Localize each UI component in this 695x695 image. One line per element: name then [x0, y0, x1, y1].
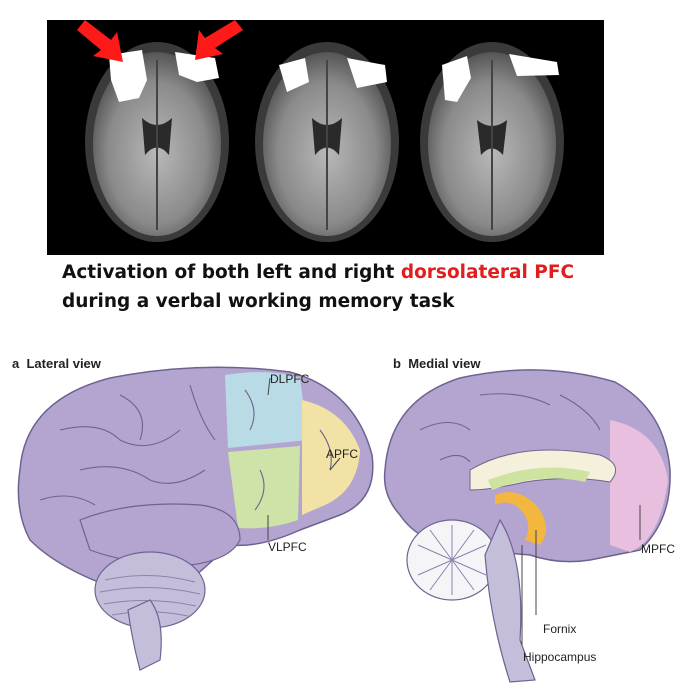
figure-caption: Activation of both left and right dorsol… — [62, 258, 662, 316]
label-vlpfc: VLPFC — [268, 540, 307, 554]
panel-b-title: b Medial view — [393, 356, 480, 371]
mpfc-region — [610, 420, 668, 552]
fornix-region — [495, 492, 546, 545]
arrow-right-icon — [195, 20, 243, 60]
cingulate-region — [488, 467, 590, 490]
medial-brain — [383, 369, 671, 683]
label-hippocampus: Hippocampus — [523, 650, 597, 664]
mri-slice-2 — [255, 42, 399, 242]
label-dlpfc: DLPFC — [270, 372, 310, 386]
caption-highlight: dorsolateral PFC — [400, 262, 575, 283]
label-mpfc: MPFC — [641, 542, 675, 556]
lateral-brain — [17, 366, 374, 671]
mri-slice-3 — [420, 42, 564, 242]
panel-a-letter: a — [12, 356, 20, 371]
brain-diagrams — [17, 366, 671, 683]
mri-scan-image — [47, 20, 604, 255]
panel-a-title: a Lateral view — [12, 356, 101, 371]
panel-a-label: Lateral view — [26, 356, 101, 371]
panel-b-letter: b — [393, 356, 401, 371]
label-fornix: Fornix — [543, 622, 577, 636]
arrow-left-icon — [77, 20, 123, 62]
activation-right — [175, 52, 219, 82]
panel-b-label: Medial view — [408, 356, 481, 371]
caption-line1-prefix: Activation of both left and right — [62, 262, 401, 283]
caption-line2: during a verbal working memory task — [62, 291, 455, 312]
activation-left — [109, 50, 147, 102]
mri-slice-1 — [85, 42, 229, 242]
label-apfc: APFC — [326, 447, 359, 461]
